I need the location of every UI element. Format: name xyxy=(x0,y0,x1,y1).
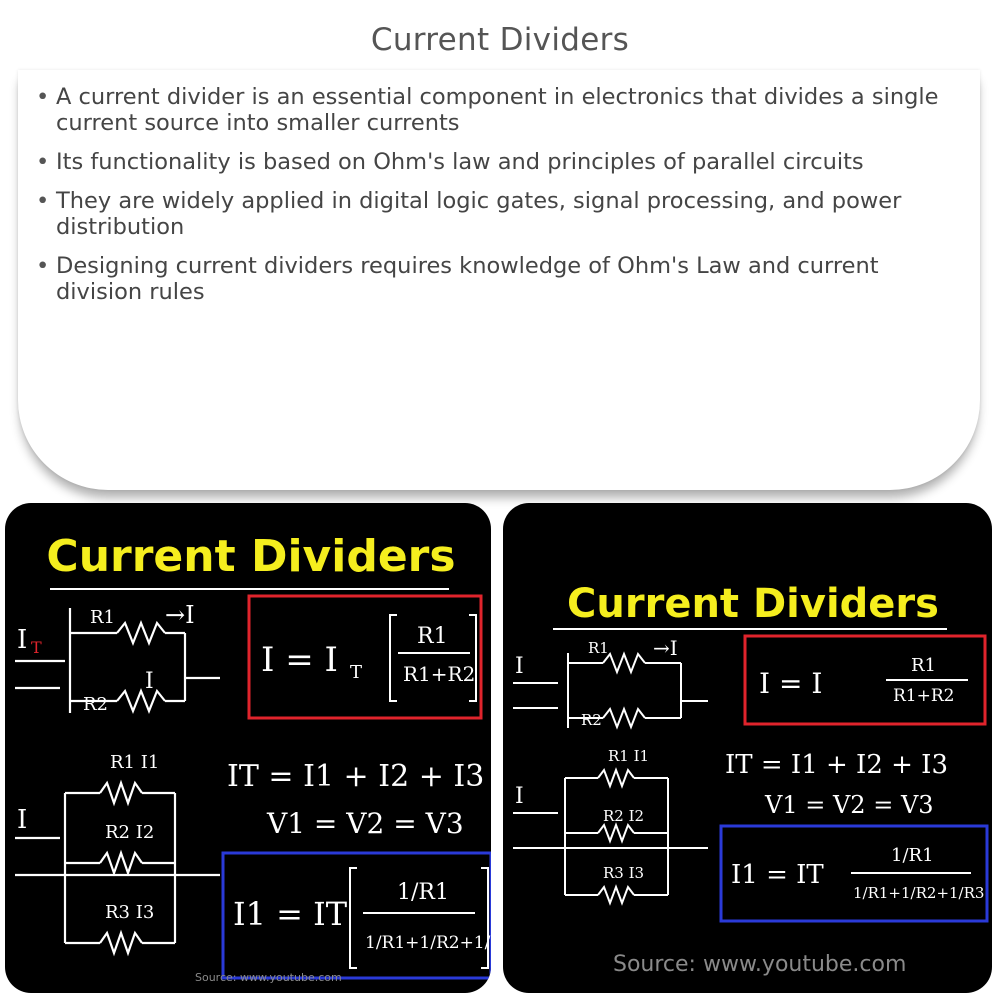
label-it: I xyxy=(17,625,27,655)
label-i1: →I xyxy=(165,601,195,629)
formula-i1-parallel: I1 = IT xyxy=(731,860,824,890)
formula-sum: IT = I1 + I2 + I3 xyxy=(227,759,484,794)
label-r3-2: R3 I3 xyxy=(105,902,154,923)
fraction-num-2: 1/R1 xyxy=(891,845,934,866)
label-it-2: I xyxy=(17,805,27,835)
formula-i1-parallel: I1 = IT xyxy=(233,895,348,933)
label-r2-2: R2 I2 xyxy=(105,822,154,843)
fraction-num-2: 1/R1 xyxy=(397,880,449,905)
label-r1-2: R1 I1 xyxy=(110,752,159,773)
circuit-three-resistor xyxy=(15,779,220,957)
formula-i1-lhs: I = I xyxy=(759,667,822,700)
label-it: I xyxy=(515,654,524,679)
bullet-item: Its functionality is based on Ohm's law … xyxy=(36,149,958,175)
label-it-2: I xyxy=(515,784,524,809)
fraction-den: R1+R2 xyxy=(893,686,954,706)
label-r2: R2 xyxy=(581,711,602,729)
image-left: Current Dividers I T R1 R2 →I I I = I T … xyxy=(5,503,491,993)
bracket-right-2 xyxy=(481,867,489,969)
fraction-num: R1 xyxy=(911,655,936,676)
circuit-two-resistor xyxy=(15,608,220,714)
image-title: Current Dividers xyxy=(567,581,939,627)
red-formula-box xyxy=(743,634,987,726)
image-source: Source: www.youtube.com xyxy=(613,952,906,977)
label-r2: R2 xyxy=(83,694,108,715)
formula-i1-lhs: I = I xyxy=(261,640,338,680)
circuit-three-resistor xyxy=(513,767,708,906)
fraction-den: R1+R2 xyxy=(403,662,475,686)
blue-formula-box xyxy=(719,824,989,923)
formula-voltages: V1 = V2 = V3 xyxy=(266,807,464,840)
label-t-sub: T xyxy=(31,638,42,657)
formula-t-sub: T xyxy=(350,662,362,683)
bracket-left-2 xyxy=(349,867,357,969)
fraction-den-2: 1/R1+1/R2+1/R3 xyxy=(365,933,491,953)
bracket-right xyxy=(469,614,477,702)
label-r1: R1 xyxy=(588,639,609,657)
bullet-item: They are widely applied in digital logic… xyxy=(36,188,958,240)
label-r1: R1 xyxy=(90,607,115,628)
image-source: Source: www.youtube.com xyxy=(195,971,342,984)
fraction-num: R1 xyxy=(417,624,448,649)
bullet-list: A current divider is an essential compon… xyxy=(18,70,980,305)
formula-sum: IT = I1 + I2 + I3 xyxy=(725,750,948,780)
label-i1: →I xyxy=(653,636,678,660)
formula-voltages: V1 = V2 = V3 xyxy=(764,791,934,819)
page-title: Current Dividers xyxy=(370,22,630,58)
circuit-two-resistor xyxy=(513,651,708,730)
label-r1-2: R1 I1 xyxy=(608,747,649,765)
whiteboard-drawing: Current Dividers I T R1 R2 →I I I = I T … xyxy=(15,531,491,984)
label-r3-2: R3 I3 xyxy=(603,864,644,882)
image-right: Current Dividers I R1 R2 →I I = I R1 R1+… xyxy=(503,503,992,993)
bracket-left xyxy=(389,614,397,702)
bullet-item: Designing current dividers requires know… xyxy=(36,253,958,305)
blue-formula-box xyxy=(221,851,491,980)
whiteboard-drawing: Current Dividers I R1 R2 →I I = I R1 R1+… xyxy=(513,581,989,977)
image-title: Current Dividers xyxy=(46,531,455,582)
bullet-item: A current divider is an essential compon… xyxy=(36,84,958,136)
label-i2: I xyxy=(145,669,154,694)
bullet-card: A current divider is an essential compon… xyxy=(18,70,980,490)
fraction-den-2: 1/R1+1/R2+1/R3 xyxy=(853,884,984,902)
red-formula-box xyxy=(247,594,483,720)
label-r2-2: R2 I2 xyxy=(603,807,644,825)
